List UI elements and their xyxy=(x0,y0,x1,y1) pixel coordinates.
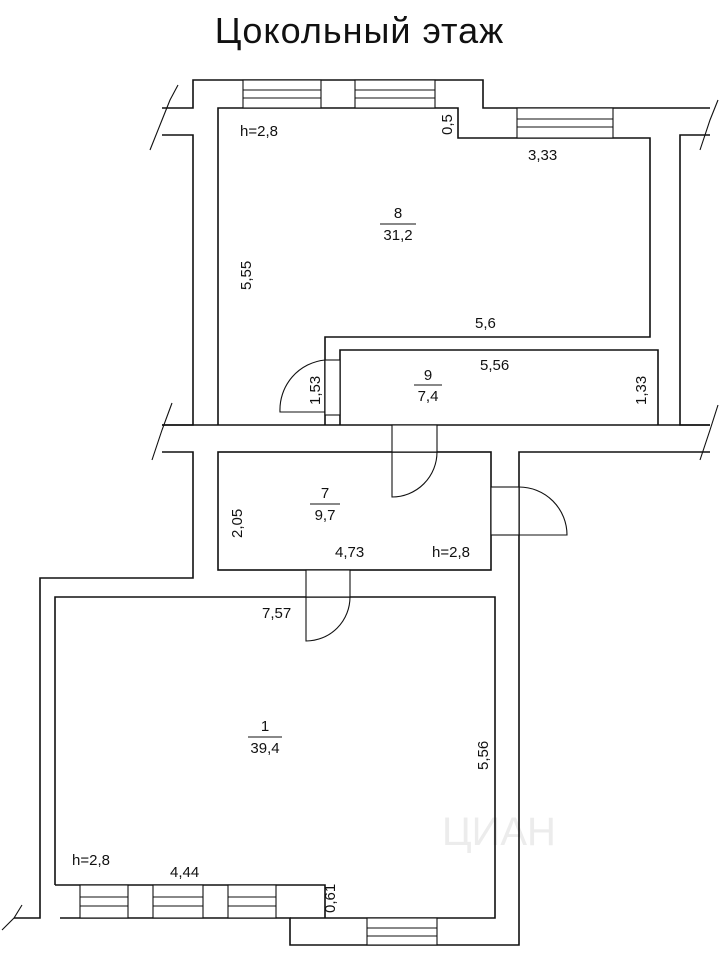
bottom-break xyxy=(1,904,23,931)
room-8-number: 8 xyxy=(394,205,402,222)
door-room-1-opening xyxy=(305,569,351,598)
dim-room1-bottom: 4,44 xyxy=(170,864,199,881)
room-9-label: 9 7,4 xyxy=(414,367,442,405)
room-8-walls xyxy=(217,107,651,425)
room-9-area: 7,4 xyxy=(418,388,439,405)
floor-title: Цокольный этаж xyxy=(214,10,505,51)
room-9-number: 9 xyxy=(424,367,432,384)
window-bottom-1 xyxy=(79,884,129,919)
dim-room9-top: 5,56 xyxy=(480,357,509,374)
dim-room8-bottom: 5,6 xyxy=(475,315,496,332)
dim-room8-height-side: 5,55 xyxy=(238,261,255,290)
door-room-7-right-swing xyxy=(518,486,568,536)
dim-room8-top-right: 3,33 xyxy=(528,147,557,164)
windows xyxy=(79,79,614,946)
room-1-area: 39,4 xyxy=(250,740,279,757)
dim-room8-top-step: 0,5 xyxy=(439,114,456,135)
window-top-3 xyxy=(516,107,614,139)
door-room-7-top-opening xyxy=(391,424,438,453)
dim-room9-left: 1,53 xyxy=(307,376,324,405)
room-7-number: 7 xyxy=(321,485,329,502)
window-top-2 xyxy=(354,79,436,109)
room-8-area: 31,2 xyxy=(383,227,412,244)
left-outer-wall xyxy=(14,451,194,919)
dim-room1-bottom-step: 0,61 xyxy=(322,884,339,913)
room-8-ceiling-height: h=2,8 xyxy=(240,123,278,140)
door-room-7-right-opening xyxy=(490,486,520,536)
dim-room7-left: 2,05 xyxy=(229,509,246,538)
window-top-1 xyxy=(242,79,322,109)
room-1-label: 1 39,4 xyxy=(248,718,282,757)
door-room-9-opening xyxy=(324,359,341,416)
window-bottom-4 xyxy=(366,917,438,946)
room-1-ceiling-height: h=2,8 xyxy=(72,852,110,869)
room-7-label: 7 9,7 xyxy=(310,485,340,524)
room-7-area: 9,7 xyxy=(315,507,336,524)
watermark-text: ЦИАН xyxy=(442,810,556,854)
dim-room9-right: 1,33 xyxy=(633,376,650,405)
room-7-ceiling-height: h=2,8 xyxy=(432,544,470,561)
room-1-walls xyxy=(54,596,496,919)
dim-room1-top: 7,57 xyxy=(262,605,291,622)
window-bottom-2 xyxy=(152,884,204,919)
door-room-1-swing xyxy=(305,596,351,642)
door-room-9-swing xyxy=(279,359,326,413)
dim-room1-right: 5,56 xyxy=(475,741,492,770)
room-8-label: 8 31,2 xyxy=(380,205,416,244)
doors xyxy=(279,359,568,642)
dim-room7-bottom: 4,73 xyxy=(335,544,364,561)
right-outer-wall xyxy=(60,451,710,946)
window-bottom-3 xyxy=(227,884,277,919)
door-room-7-top-swing xyxy=(391,451,438,498)
room-1-number: 1 xyxy=(261,718,269,735)
